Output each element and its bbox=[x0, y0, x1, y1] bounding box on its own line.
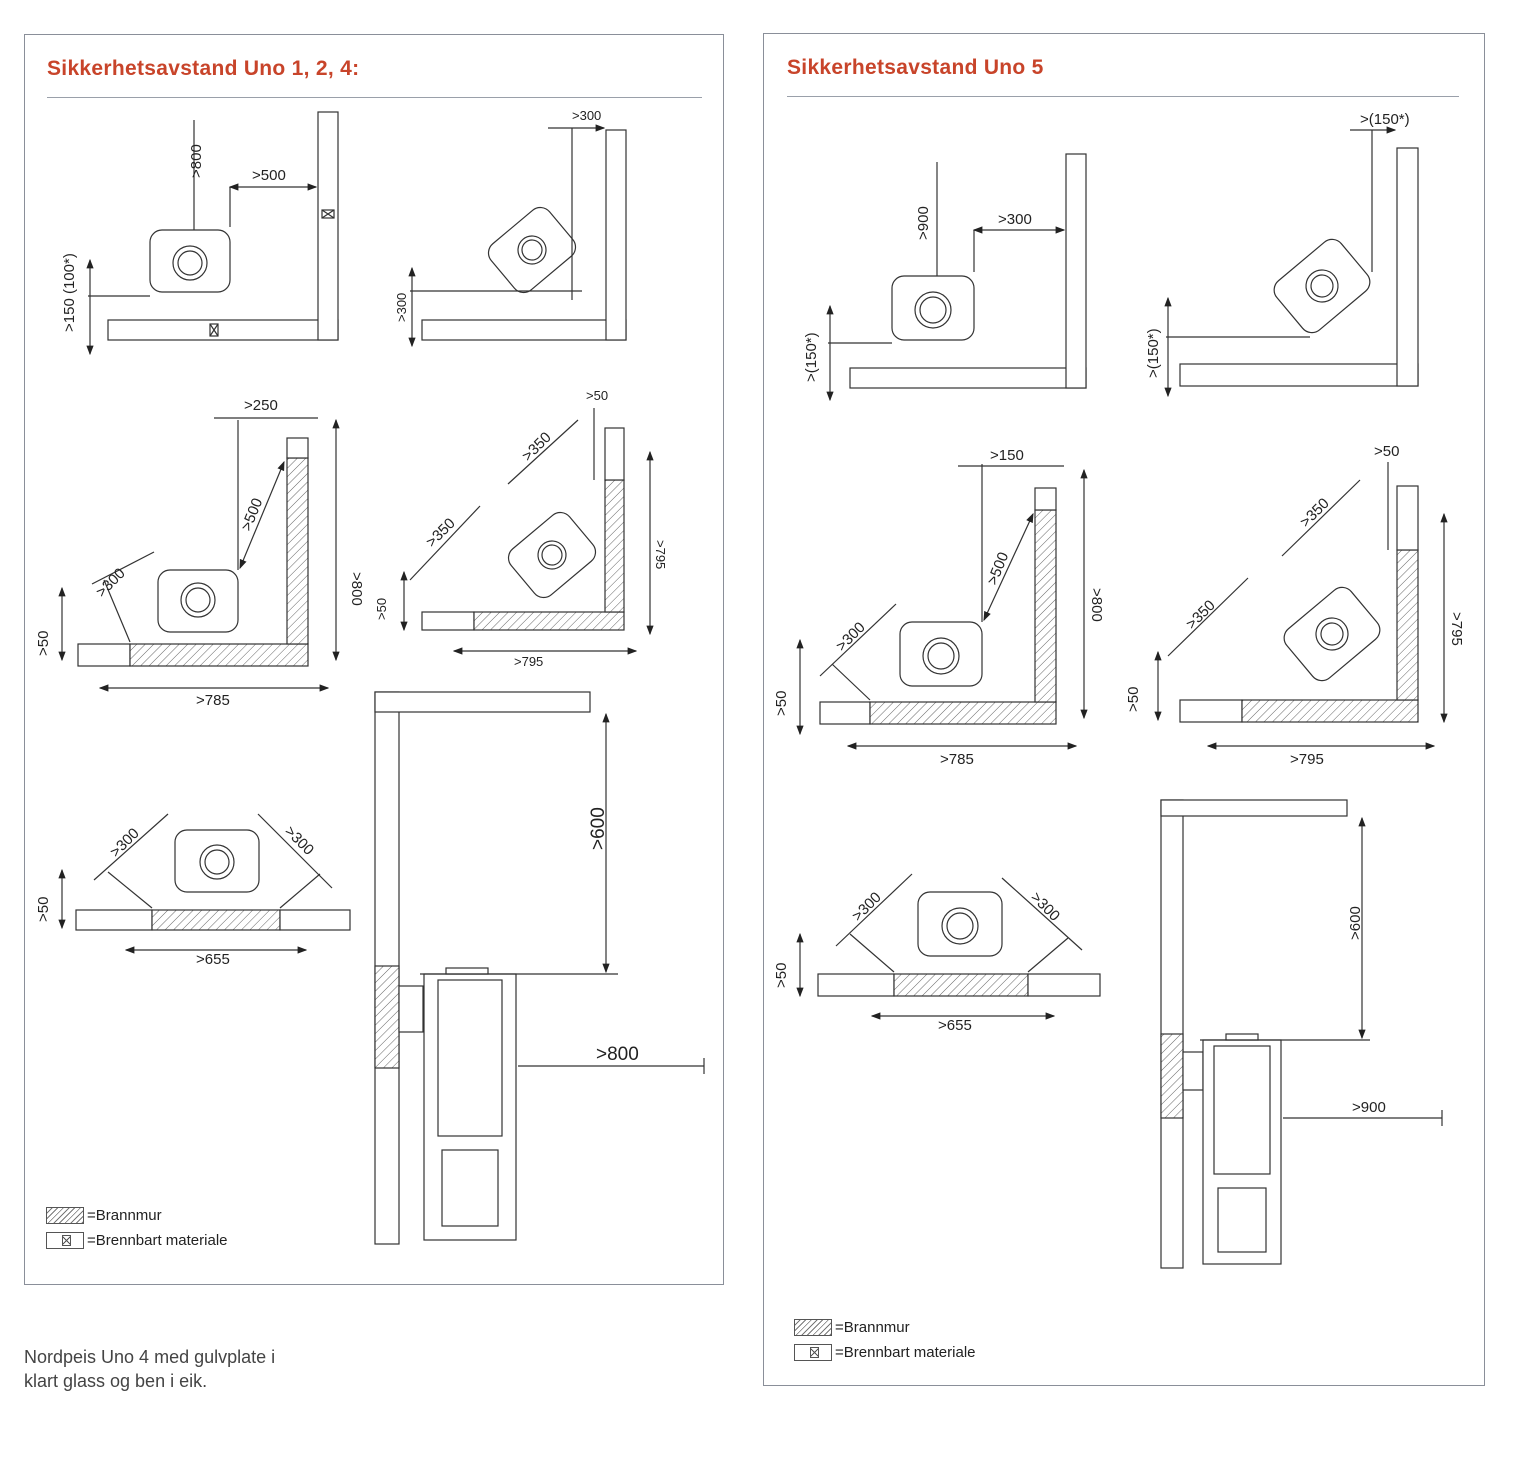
left-diagram-e bbox=[58, 813, 351, 954]
legend-combustible-label: =Brennbart materiale bbox=[835, 1344, 976, 1361]
right-diagram-e bbox=[796, 873, 1101, 1020]
left-panel: Sikkerhetsavstand Uno 1, 2, 4: bbox=[24, 34, 724, 1285]
stove-rotated-icon bbox=[1273, 238, 1371, 334]
right-legend: =Brannmur =Brennbart materiale bbox=[794, 1315, 976, 1365]
stove-side-icon bbox=[1202, 1039, 1282, 1265]
right-d-795side-label: >795 bbox=[1448, 612, 1465, 646]
left-diagram-c bbox=[58, 417, 340, 692]
right-c-300-label: >300 bbox=[833, 619, 869, 655]
right-e-300a-label: >300 bbox=[849, 889, 885, 925]
right-e-50-label: >50 bbox=[773, 963, 790, 988]
left-diagram-b bbox=[408, 124, 627, 348]
right-c-785-label: >785 bbox=[940, 751, 974, 768]
left-b-300side-label: >300 bbox=[394, 293, 409, 322]
right-diagram-f bbox=[1160, 799, 1443, 1269]
legend-brick-row: =Brannmur bbox=[794, 1315, 976, 1340]
left-b-300top-label: >300 bbox=[572, 108, 601, 123]
left-f-800-label: >800 bbox=[596, 1044, 639, 1065]
legend-brick-label: =Brannmur bbox=[835, 1319, 910, 1336]
brick-swatch-icon bbox=[794, 1319, 832, 1336]
right-e-300b-label: >300 bbox=[1027, 889, 1063, 925]
left-diagram-f bbox=[374, 691, 705, 1245]
stove-top-icon bbox=[149, 229, 231, 293]
left-diagram-a bbox=[86, 111, 339, 356]
right-a-150-label: >(150*) bbox=[803, 332, 820, 382]
left-d-795-label: >795 bbox=[514, 654, 543, 669]
stove-side-icon bbox=[423, 973, 517, 1241]
left-d-350b-label: >350 bbox=[423, 515, 459, 551]
left-c-250-label: >250 bbox=[244, 397, 278, 414]
right-f-600-label: >600 bbox=[1347, 906, 1364, 940]
left-d-50top-label: >50 bbox=[586, 388, 608, 403]
left-f-600-label: >600 bbox=[588, 807, 609, 850]
right-panel-title: Sikkerhetsavstand Uno 5 bbox=[787, 56, 1044, 79]
legend-combustible-label: =Brennbart materiale bbox=[87, 1232, 228, 1249]
right-panel: Sikkerhetsavstand Uno 5 bbox=[763, 33, 1485, 1386]
left-panel-title: Sikkerhetsavstand Uno 1, 2, 4: bbox=[47, 57, 360, 80]
brick-swatch-icon bbox=[46, 1207, 84, 1224]
left-c-800-label: >800 bbox=[348, 572, 365, 606]
left-c-785-label: >785 bbox=[196, 692, 230, 709]
right-d-50top-label: >50 bbox=[1374, 443, 1399, 460]
left-e-300b-label: >300 bbox=[281, 823, 317, 859]
stove-top-icon bbox=[917, 891, 1003, 957]
left-legend: =Brannmur =Brennbart materiale bbox=[46, 1203, 228, 1253]
right-f-900-label: >900 bbox=[1352, 1099, 1386, 1116]
right-diagram-d bbox=[1154, 462, 1448, 750]
left-diagram-d bbox=[400, 408, 654, 655]
right-c-50-label: >50 bbox=[773, 691, 790, 716]
left-e-655-label: >655 bbox=[196, 951, 230, 968]
left-a-500-label: >500 bbox=[252, 167, 286, 184]
left-e-50-label: >50 bbox=[35, 897, 52, 922]
combustible-swatch-icon bbox=[794, 1344, 832, 1361]
caption-line-1: Nordpeis Uno 4 med gulvplate i bbox=[24, 1347, 276, 1367]
left-a-800-label: >800 bbox=[188, 144, 205, 178]
right-e-655-label: >655 bbox=[938, 1017, 972, 1034]
right-d-50-label: >50 bbox=[1125, 687, 1142, 712]
left-c-50-label: >50 bbox=[35, 631, 52, 656]
right-a-900-label: >900 bbox=[915, 206, 932, 240]
legend-brick-label: =Brannmur bbox=[87, 1207, 162, 1224]
right-diagram-a bbox=[826, 153, 1087, 402]
right-d-350a-label: >350 bbox=[1297, 495, 1333, 531]
legend-combustible-row: =Brennbart materiale bbox=[46, 1228, 228, 1253]
left-title-divider bbox=[47, 97, 702, 98]
left-d-50-label: >50 bbox=[374, 598, 389, 620]
left-e-300a-label: >300 bbox=[107, 825, 143, 861]
legend-combustible-row: =Brennbart materiale bbox=[794, 1340, 976, 1365]
combustible-swatch-icon bbox=[46, 1232, 84, 1249]
right-b-150side-label: >(150*) bbox=[1145, 328, 1162, 378]
right-diagram-c bbox=[796, 464, 1088, 750]
right-c-150-label: >150 bbox=[990, 447, 1024, 464]
stove-top-icon bbox=[157, 569, 239, 633]
right-title-divider bbox=[787, 96, 1459, 97]
right-b-150top-label: >(150*) bbox=[1360, 111, 1410, 128]
caption-line-2: klart glass og ben i eik. bbox=[24, 1371, 208, 1391]
stove-rotated-icon bbox=[507, 511, 597, 599]
right-diagram-b bbox=[1164, 126, 1419, 398]
stove-top-icon bbox=[899, 621, 983, 687]
photo-caption: Nordpeis Uno 4 med gulvplate i klart gla… bbox=[24, 1345, 275, 1393]
left-d-795side-label: >795 bbox=[653, 540, 668, 569]
stove-top-icon bbox=[174, 829, 260, 893]
combustible-marker-icon bbox=[209, 323, 219, 337]
right-a-300-label: >300 bbox=[998, 211, 1032, 228]
stove-rotated-icon bbox=[487, 206, 577, 294]
stove-top-icon bbox=[891, 275, 975, 341]
right-c-800-label: >800 bbox=[1088, 588, 1105, 622]
combustible-marker-icon bbox=[321, 209, 335, 219]
right-d-350b-label: >350 bbox=[1183, 597, 1219, 633]
left-a-150-label: >150 (100*) bbox=[61, 253, 78, 332]
stove-rotated-icon bbox=[1283, 586, 1381, 682]
right-d-795-label: >795 bbox=[1290, 751, 1324, 768]
legend-brick-row: =Brannmur bbox=[46, 1203, 228, 1228]
